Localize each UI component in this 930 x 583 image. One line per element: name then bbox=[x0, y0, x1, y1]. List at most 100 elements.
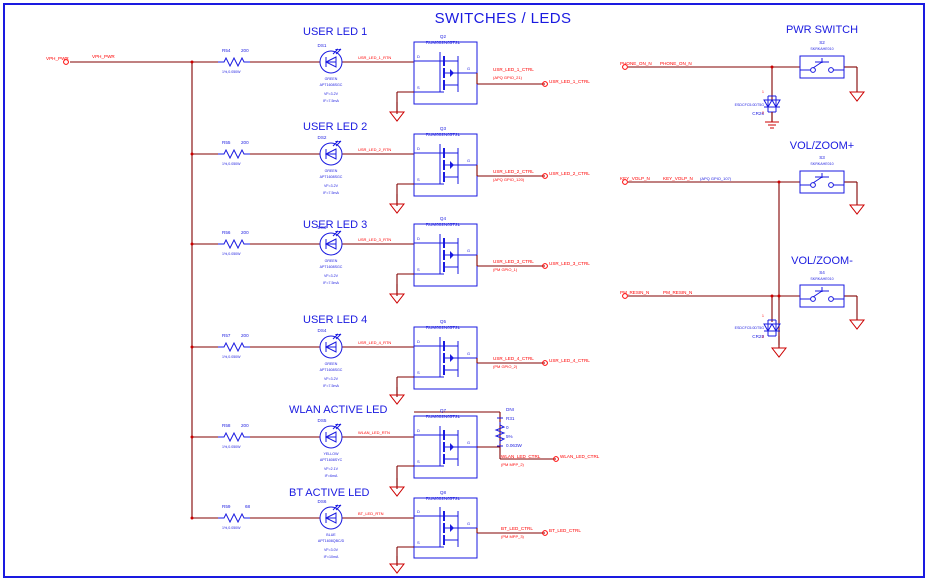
net-label-usr-led-4-ctrl: USR_LED_4_CTRL bbox=[493, 356, 534, 361]
net-port-usr-led-2-ctrl: USR_LED_2_CTRL bbox=[549, 171, 590, 176]
led-part-ds1: APT1608SGC bbox=[319, 83, 343, 87]
mosfet-pin-d-q4: D bbox=[417, 236, 420, 241]
net-label-vph-pwr: VPH_PWR bbox=[92, 54, 115, 59]
resistor-value-r55: 200 bbox=[241, 140, 249, 145]
series-resistor-ref-r31: R31 bbox=[506, 416, 515, 421]
net-label-usr-led-3-rtn: USR_LED_3_RTN bbox=[358, 237, 392, 242]
net-port-wlan-led-ctrl: WLAN_LED_CTRL bbox=[560, 454, 600, 459]
mosfet-ref-q3: Q3 bbox=[439, 126, 447, 131]
net-gpio-key-volp: (APQ GPIO_107) bbox=[700, 176, 732, 181]
net-label-usr-led-1-rtn: USR_LED_1_RTN bbox=[358, 55, 392, 60]
net-port-usr-led-4-ctrl: USR_LED_4_CTRL bbox=[549, 358, 590, 363]
mosfet-part-q2: RUM002N05T2L bbox=[425, 40, 461, 45]
mosfet-pin-g-q2: G bbox=[467, 66, 471, 71]
led-color-ds2: GREEN bbox=[324, 169, 338, 173]
led-vf-ds4: VF=3.2V bbox=[323, 377, 339, 381]
mosfet-pin-g-q3: G bbox=[467, 158, 471, 163]
led-color-ds3: GREEN bbox=[324, 259, 338, 263]
tvs-ref-cr26: CR26 bbox=[752, 111, 764, 116]
net-label-bt-led-ctrl: BT_LED_CTRL bbox=[501, 526, 533, 531]
tvs-ref-cr28: CR28 bbox=[752, 334, 764, 339]
led-part-ds2: APT1608SGC bbox=[319, 175, 343, 179]
resistor-value-r57: 200 bbox=[241, 333, 249, 338]
led-ref-ds2: DS2 bbox=[317, 135, 327, 140]
mosfet-pin-s-q3: S bbox=[417, 177, 420, 182]
resistor-ref-r54: R54 bbox=[222, 48, 231, 53]
tvs-pin2-cr26: 2 bbox=[762, 111, 764, 115]
tvs-part-cr26: ESDCFC5.0DT5G bbox=[734, 103, 764, 107]
tvs-pin1-cr28: 1 bbox=[762, 314, 764, 318]
net-gpio-bt-led: (PM MPP_3) bbox=[501, 534, 524, 539]
resistor-rating-r56: 1%,0.050W bbox=[222, 252, 241, 256]
mosfet-ref-q7: Q7 bbox=[439, 408, 447, 413]
led-part-ds4: APT1608SGC bbox=[319, 368, 343, 372]
mosfet-part-q4: RUM002N05T2L bbox=[425, 222, 461, 227]
section-heading-bt-active-led: BT ACTIVE LED bbox=[289, 487, 370, 499]
resistor-value-r59: 68 bbox=[245, 504, 251, 509]
net-port-pm-resin-n: PM_RESIN_N bbox=[620, 290, 650, 295]
net-label-usr-led-4-rtn: USR_LED_4_RTN bbox=[358, 340, 392, 345]
section-heading-vol-zoom-minus: VOL/ZOOM- bbox=[791, 255, 853, 267]
net-gpio-wlan-led: (PM MPP_2) bbox=[501, 462, 524, 467]
resistor-ref-r57: R57 bbox=[222, 333, 231, 338]
mosfet-pin-s-q8: S bbox=[417, 540, 420, 545]
switch-ref-s2: S2 bbox=[819, 40, 825, 45]
tvs-pin1-cr26: 1 bbox=[762, 90, 764, 94]
mosfet-pin-g-q5: G bbox=[467, 351, 471, 356]
net-label-pm-resin-n: PM_RESIN_N bbox=[663, 290, 693, 295]
switch-ref-s3: S3 bbox=[819, 155, 825, 160]
net-port-bt-led-ctrl: BT_LED_CTRL bbox=[549, 528, 581, 533]
mosfet-part-q7: RUM002N05T2L bbox=[425, 414, 461, 419]
led-if-ds4: IF=7.5mA bbox=[323, 384, 339, 388]
net-port-vph-pwr: VPH_PWR bbox=[46, 56, 69, 61]
section-heading-vol-zoom-plus: VOL/ZOOM+ bbox=[789, 140, 855, 152]
mosfet-pin-g-q4: G bbox=[467, 248, 471, 253]
mosfet-pin-d-q2: D bbox=[417, 54, 420, 59]
mosfet-pin-s-q7: S bbox=[417, 459, 420, 464]
resistor-value-r56: 200 bbox=[241, 230, 249, 235]
section-heading-pwr-switch: PWR SWITCH bbox=[785, 24, 859, 36]
resistor-value-r58: 200 bbox=[241, 423, 249, 428]
led-ref-ds4: DS4 bbox=[317, 328, 327, 333]
resistor-rating-r59: 1%,0.050W bbox=[222, 526, 241, 530]
led-vf-ds5: VF=2.1V bbox=[323, 467, 339, 471]
resistor-rating-r55: 1%,0.050W bbox=[222, 162, 241, 166]
net-label-usr-led-1-ctrl: USR_LED_1_CTRL bbox=[493, 67, 534, 72]
led-ref-ds3: DS3 bbox=[317, 225, 327, 230]
led-color-ds1: GREEN bbox=[324, 77, 338, 81]
resistor-value-r54: 200 bbox=[241, 48, 249, 53]
mosfet-ref-q4: Q4 bbox=[439, 216, 447, 221]
led-part-ds5: APT1608SYC bbox=[319, 458, 343, 462]
section-heading-user-led-3: USER LED 3 bbox=[303, 219, 368, 231]
section-heading-user-led-4: USER LED 4 bbox=[303, 314, 368, 326]
net-label-wlan-led-ctrl: WLAN_LED_CTRL bbox=[501, 454, 541, 459]
led-vf-ds1: VF=3.2V bbox=[323, 92, 339, 96]
switch-ref-s4: S4 bbox=[819, 270, 825, 275]
led-if-ds3: IF=7.5mA bbox=[323, 281, 339, 285]
mosfet-pin-s-q4: S bbox=[417, 267, 420, 272]
led-color-ds6: BLUE bbox=[326, 533, 336, 537]
mosfet-ref-q2: Q2 bbox=[439, 34, 447, 39]
resistor-rating-r54: 1%,0.050W bbox=[222, 70, 241, 74]
mosfet-pin-g-q8: G bbox=[467, 521, 471, 526]
section-heading-user-led-1: USER LED 1 bbox=[303, 26, 368, 38]
led-vf-ds2: VF=3.2V bbox=[323, 184, 339, 188]
led-if-ds5: IF=6mA bbox=[324, 474, 338, 478]
mosfet-pin-g-q7: G bbox=[467, 440, 471, 445]
section-heading-wlan-active-led: WLAN ACTIVE LED bbox=[289, 404, 388, 416]
mosfet-pin-d-q3: D bbox=[417, 146, 420, 151]
mosfet-pin-d-q5: D bbox=[417, 339, 420, 344]
resistor-ref-r55: R55 bbox=[222, 140, 231, 145]
led-color-ds4: GREEN bbox=[324, 362, 338, 366]
series-resistor-dni-r31: DNI bbox=[506, 407, 514, 412]
mosfet-ref-q8: Q8 bbox=[439, 490, 447, 495]
mosfet-part-q8: RUM002N05T2L bbox=[425, 496, 461, 501]
led-if-ds1: IF=7.5mA bbox=[323, 99, 339, 103]
net-port-phone-on-n: PHONE_ON_N bbox=[620, 61, 652, 66]
resistor-ref-r59: R59 bbox=[222, 504, 231, 509]
net-port-usr-led-3-ctrl: USR_LED_3_CTRL bbox=[549, 261, 590, 266]
net-label-usr-led-2-ctrl: USR_LED_2_CTRL bbox=[493, 169, 534, 174]
led-part-ds6: APT1608QBC/D bbox=[317, 539, 345, 543]
